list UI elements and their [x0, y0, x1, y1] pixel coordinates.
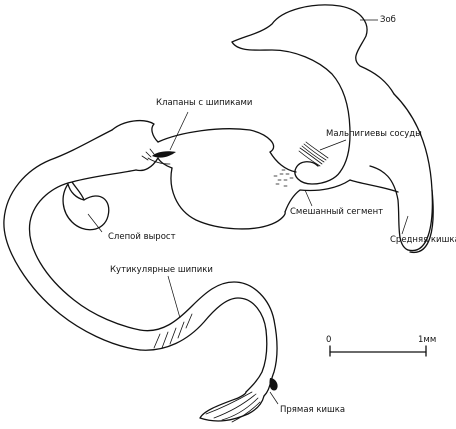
- mixed-segment-outline: [269, 151, 351, 213]
- label-mixed-segment: Смешанный сегмент: [290, 207, 384, 217]
- label-caecum: Слепой вырост: [108, 232, 176, 242]
- label-malpighian: Мальпигиевы сосуды: [326, 129, 422, 139]
- left-tube-outline: [3, 129, 141, 351]
- rectum-outline: [199, 319, 278, 423]
- crop-outline: [231, 4, 395, 173]
- scale-bar: [329, 345, 427, 357]
- leader-lines: [87, 19, 409, 405]
- scale-bar-start-label: 0: [326, 335, 332, 345]
- midgut-outline: [349, 93, 434, 253]
- caecum-outline: [62, 181, 110, 231]
- stomach-outline: [157, 128, 294, 230]
- label-valves: Клапаны с шипиками: [156, 98, 253, 108]
- label-midgut: Средняя кишка: [390, 235, 456, 245]
- label-crop: Зоб: [380, 15, 396, 25]
- label-cuticular-spines: Кутикулярные шипики: [110, 265, 213, 275]
- hindgut-outline: [139, 281, 275, 351]
- malpighian-tubules: [298, 141, 329, 167]
- scale-bar-end-label: 1мм: [418, 335, 437, 345]
- label-rectum: Прямая кишка: [280, 405, 346, 415]
- valves-with-spines: [111, 119, 176, 172]
